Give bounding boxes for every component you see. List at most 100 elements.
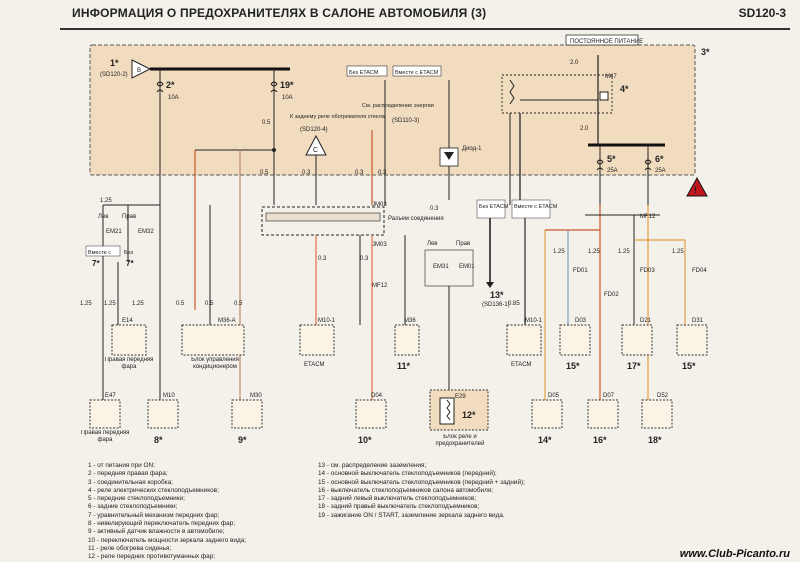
fuse-6-amp: 25A <box>655 168 666 174</box>
wire-05-d: 0.5 <box>205 301 214 307</box>
ref-10: 10* <box>358 435 372 445</box>
component-relay-block: E29 12* <box>429 389 489 431</box>
m36a: M36-A <box>218 318 236 324</box>
fuse-2-ref: 2* <box>166 80 175 90</box>
d52: D52 <box>657 393 669 399</box>
with-etacm-top: Вместе с ETACM <box>395 70 439 76</box>
ref-14: 14* <box>538 435 552 445</box>
em01: EM01 <box>459 264 475 270</box>
component-seat-relay: M36 11* <box>394 318 420 371</box>
wire-05-b: 0.5 <box>260 170 269 176</box>
wire-125-f: 1.25 <box>588 249 600 255</box>
em32: EM32 <box>138 229 154 235</box>
wire-085-a: 0.85 <box>508 301 520 307</box>
conn-m47: M47 <box>605 74 617 80</box>
m30: M30 <box>250 393 262 399</box>
junction-connector <box>261 206 385 236</box>
wire-03-c: 0.3 <box>355 170 364 176</box>
legend-item: 3 - соединительная коробка; <box>88 478 173 486</box>
legend-item: 10 - переключатель мощности зеркала задн… <box>88 536 247 544</box>
diode-label: Диод-1 <box>462 146 482 152</box>
legend-item: 17 - задний левый выключатель стеклоподъ… <box>318 495 476 503</box>
relay-4-ref: 4* <box>620 84 629 94</box>
no-etacm-b: Без ETACM <box>479 204 509 210</box>
fuse-19-icon <box>270 81 278 93</box>
ref-18: 18* <box>648 435 662 445</box>
power-box <box>89 44 696 176</box>
component-switch-18: D52 18* <box>641 393 673 445</box>
ref-15b: 15* <box>682 361 696 371</box>
mf12-b: MF12 <box>372 283 388 289</box>
legend-item: 14 - основной выключатель стеклоподъемни… <box>318 470 497 478</box>
legend-item: 16 - выключатель стеклоподъемников салон… <box>318 486 494 494</box>
legend-item: 4 - реле электрических стеклоподъемников… <box>88 486 219 494</box>
jm03-b: JM03 <box>372 242 387 248</box>
power-pin: B <box>137 68 141 74</box>
m36: M36 <box>404 318 416 324</box>
d21: D21 <box>640 318 652 324</box>
wire-03-h: 0.3 <box>360 256 369 262</box>
m10-1-a: M10-1 <box>318 318 336 324</box>
legend-right: 13 - см. распределение заземления; 14 - … <box>318 462 525 520</box>
d07: D07 <box>603 393 615 399</box>
d04: D04 <box>371 393 383 399</box>
left-b: Лев <box>427 241 437 247</box>
diode-icon <box>444 152 454 160</box>
etacm-a: ETACM <box>304 362 325 368</box>
wire-05-e: 0.5 <box>234 301 243 307</box>
header-rule <box>60 28 790 30</box>
e29: E29 <box>455 394 466 400</box>
legend-item: 6 - задние стеклоподъемники; <box>88 503 178 511</box>
power-ref: 1* <box>110 58 119 68</box>
ref-13-src: (SD136-1) <box>482 302 510 308</box>
ref-7b: 7* <box>126 259 134 268</box>
ref-9: 9* <box>238 435 247 445</box>
wire-125-g: 1.25 <box>618 249 630 255</box>
wire-05-a: 0.5 <box>262 120 271 126</box>
component-switch-15a: D03 15* <box>559 318 591 371</box>
component-switch-17: D21 17* <box>621 318 653 371</box>
wire-125-d: 1.25 <box>132 301 144 307</box>
no-etacm-top: Без ETACM <box>349 70 379 76</box>
legend-item: 13 - см. распределение заземления; <box>318 462 427 469</box>
legend-item: 1 - от питания при ON; <box>88 462 155 469</box>
ground-dist: См. распределение энергии <box>362 103 434 109</box>
jm03-a: JM03 <box>372 202 387 208</box>
without-7: Без <box>124 250 134 256</box>
wire-03-d: 0.3 <box>378 170 387 176</box>
svg-text:!: ! <box>694 185 697 195</box>
ref-13: 13* <box>490 290 504 300</box>
fd02: FD02 <box>604 292 619 298</box>
relay-coil-icon <box>509 79 515 105</box>
fuse-19-ref: 19* <box>280 80 294 90</box>
fuse-5-amp: 25A <box>607 168 618 174</box>
box-label-frame <box>565 34 639 46</box>
component-etacm-a: M10-1 ETACM <box>299 318 336 368</box>
junction-label: Разъем соединения <box>388 216 444 222</box>
e14: E14 <box>122 318 133 324</box>
wire-125-h: 1.25 <box>672 249 684 255</box>
fd03: FD03 <box>640 268 655 274</box>
ref-17: 17* <box>627 361 641 371</box>
wire-125-b: 1.25 <box>80 301 92 307</box>
page-title: ИНФОРМАЦИЯ О ПРЕДОХРАНИТЕЛЯХ В САЛОНЕ АВ… <box>72 6 487 20</box>
m10: M10 <box>163 393 175 399</box>
relay-block-label: Блок реле и предохранителей <box>435 434 485 447</box>
d03: D03 <box>575 318 587 324</box>
power-src: (SD120-2) <box>100 72 128 78</box>
relay-4 <box>501 74 613 114</box>
right-b: Прав <box>456 241 470 247</box>
box-ref: 3* <box>701 47 710 57</box>
legend-item: 2 - передняя правая фара; <box>88 470 168 478</box>
right-a: Прав <box>122 214 136 220</box>
component-switch-15b: D31 15* <box>676 318 708 371</box>
wire-03-e: 0.3 <box>302 170 311 176</box>
ref-15a: 15* <box>566 361 580 371</box>
with-7: Вместе с <box>88 250 111 256</box>
em21: EM21 <box>106 229 122 235</box>
m10-1-b: M10-1 <box>525 318 543 324</box>
fd01: FD01 <box>573 268 588 274</box>
component-headlight-r: E14 <box>111 318 147 356</box>
wire-05-c: 0.5 <box>176 301 185 307</box>
